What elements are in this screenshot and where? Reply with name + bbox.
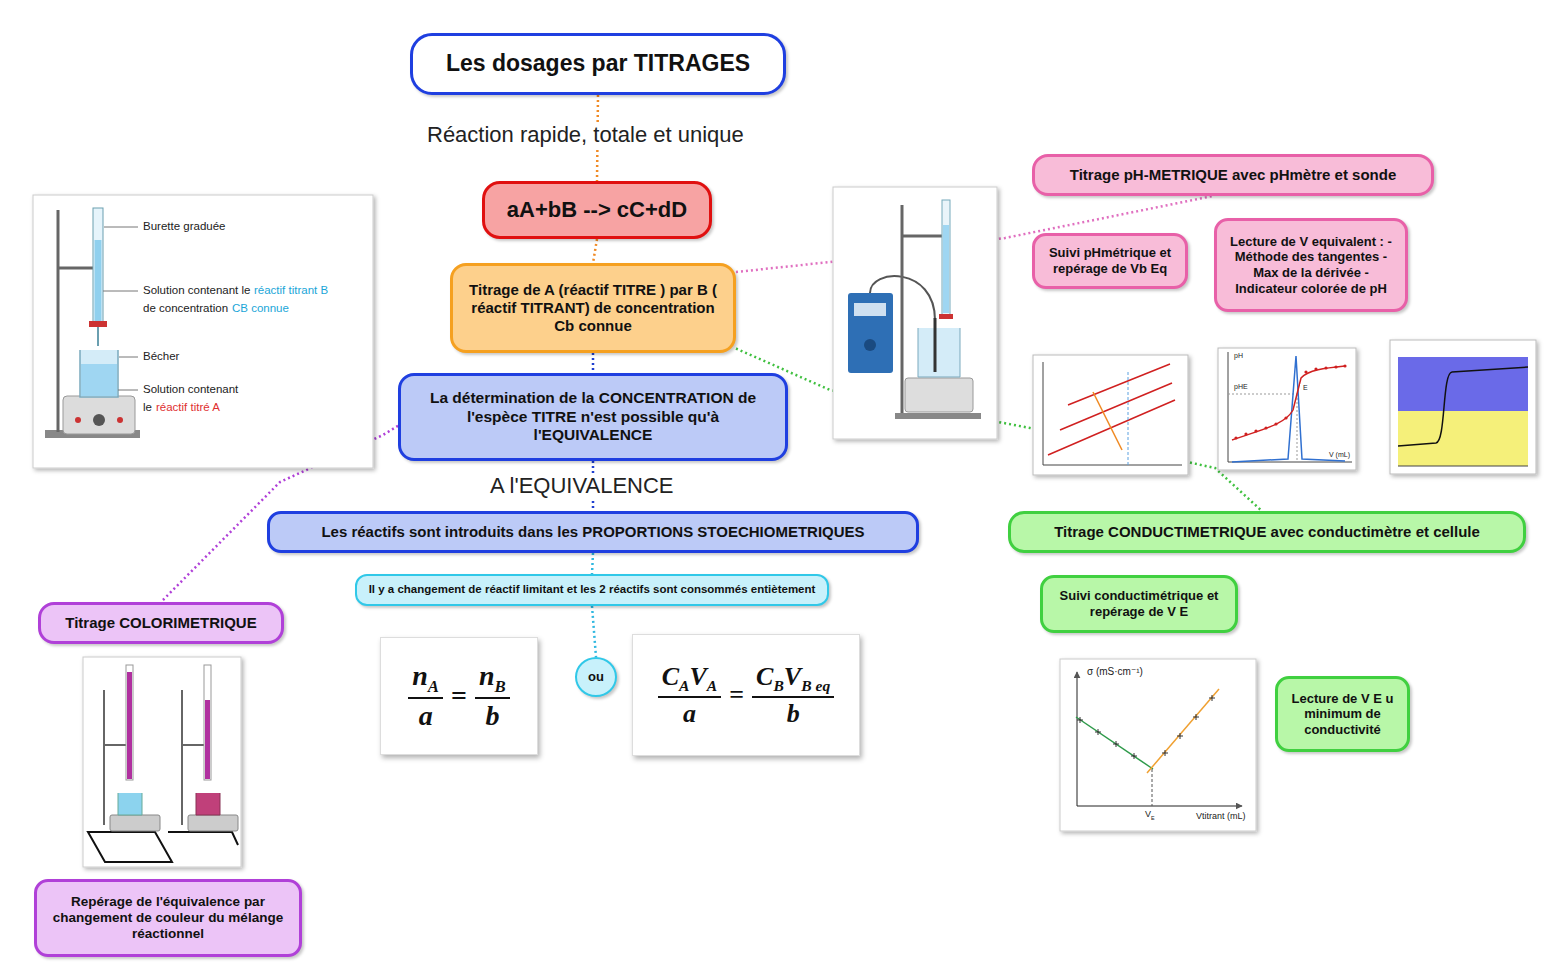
concept-box: La détermination de la CONCENTRATION de …: [398, 373, 788, 461]
formula-term: nB: [475, 659, 510, 699]
method-box: Titrage COLORIMETRIQUE: [38, 602, 284, 644]
detail-box: Repérage de l'équivalence par changement…: [34, 879, 302, 957]
formula-term: a: [679, 698, 700, 729]
formula-term: CAVA: [658, 661, 722, 698]
note-box: Il y a changement de réactif limitant et…: [355, 574, 830, 606]
detail-box: Lecture de V E u minimum de conductivité: [1275, 676, 1410, 752]
node-text: Suivi pHmétrique et repérage de Vb Eq: [1043, 245, 1177, 276]
conductivity-graph: [1060, 659, 1256, 831]
ph-setup: [833, 187, 997, 439]
formula-term: b: [481, 699, 503, 733]
detail-box: Suivi pHmétrique et repérage de Vb Eq: [1032, 233, 1188, 289]
formula-term: nA: [408, 659, 443, 699]
dotted-connector: [592, 606, 596, 657]
formula-box: CAVAa=CBVB eqb: [632, 634, 860, 756]
title-box: Les dosages par TITRAGES: [410, 33, 786, 95]
part-label: Solution contenant le: [143, 284, 250, 297]
node-text: Il y a changement de réactif limitant et…: [369, 583, 816, 597]
free-text: A l'EQUIVALENCE: [487, 473, 677, 498]
fraction: CBVB eqb: [752, 661, 834, 729]
node-text: Titrage pH-METRIQUE avec pHmètre et sond…: [1070, 166, 1396, 184]
axis-label: E: [1300, 384, 1311, 392]
titration-setup: [33, 195, 373, 468]
axis-label: Vtitrant (mL): [1196, 811, 1246, 821]
dotted-connector: [592, 353, 595, 373]
part-label: CB connue: [232, 302, 289, 315]
node-text: La détermination de la CONCENTRATION de …: [409, 389, 777, 445]
node-text: Les réactifs sont introduits dans les PR…: [321, 523, 864, 541]
node-text: Titrage de A (réactif TITRE ) par B ( ré…: [461, 281, 725, 335]
part-label: Bécher: [143, 350, 179, 363]
part-label: le: [143, 401, 152, 414]
part-label: de concentration: [143, 302, 228, 315]
dotted-connector: [592, 553, 593, 574]
axis-label: σ (mS·cm⁻¹): [1084, 666, 1146, 678]
fraction: nAa: [408, 659, 443, 732]
indicator-graph: [1390, 340, 1536, 474]
part-label: réactif titré A: [156, 401, 220, 414]
formula-box: nAa=nBb: [380, 637, 538, 755]
axis-label: VE: [1145, 809, 1155, 821]
equals: =: [451, 679, 467, 713]
free-text: Réaction rapide, totale et unique: [424, 122, 747, 147]
node-text: aA+bB --> cC+dD: [507, 197, 687, 223]
formula-term: =: [729, 679, 744, 710]
equation-box: aA+bB --> cC+dD: [482, 181, 712, 239]
derivative-graph: [1218, 348, 1356, 470]
node-text: Titrage CONDUCTIMETRIQUE avec conductimè…: [1054, 523, 1480, 541]
detail-box: Suivi conductimétrique et repérage de V …: [1040, 575, 1238, 633]
axis-label: pH: [1231, 352, 1246, 360]
node-text: Repérage de l'équivalence par changement…: [45, 894, 291, 943]
node-text: Les dosages par TITRAGES: [446, 50, 750, 78]
part-label: Solution contenant: [143, 383, 238, 396]
node-text: Suivi conductimétrique et repérage de V …: [1051, 588, 1227, 619]
node-text: Lecture de V equivalent : -Méthode des t…: [1225, 234, 1397, 296]
formula-term: CBVB eq: [752, 661, 834, 698]
node-text: Lecture de V E u minimum de conductivité: [1286, 691, 1399, 738]
or-circle: ou: [575, 657, 617, 697]
method-box: Titrage pH-METRIQUE avec pHmètre et sond…: [1032, 154, 1434, 196]
method-box: Titrage CONDUCTIMETRIQUE avec conductimè…: [1008, 511, 1526, 553]
part-label: réactif titrant B: [254, 284, 328, 297]
fraction: CAVAa: [658, 661, 722, 729]
equals: =: [729, 679, 744, 710]
part-label: Burette graduée: [143, 220, 225, 233]
colorimetric-setup: [83, 657, 241, 867]
node-text: Titrage COLORIMETRIQUE: [65, 614, 256, 632]
formula-term: b: [783, 698, 804, 729]
concept-box: Titrage de A (réactif TITRE ) par B ( ré…: [450, 263, 736, 353]
dotted-connector: [593, 239, 597, 263]
concept-box: Les réactifs sont introduits dans les PR…: [267, 511, 919, 553]
formula-term: a: [415, 699, 437, 733]
node-text: ou: [588, 669, 604, 685]
formula-term: =: [451, 679, 467, 713]
fraction: nBb: [475, 659, 510, 732]
axis-label: V (mL): [1326, 451, 1353, 459]
axis-label: pHE: [1231, 383, 1251, 391]
dotted-connector: [736, 349, 1262, 512]
detail-box: Lecture de V equivalent : -Méthode des t…: [1214, 218, 1408, 312]
tangent-graph: [1033, 355, 1188, 475]
